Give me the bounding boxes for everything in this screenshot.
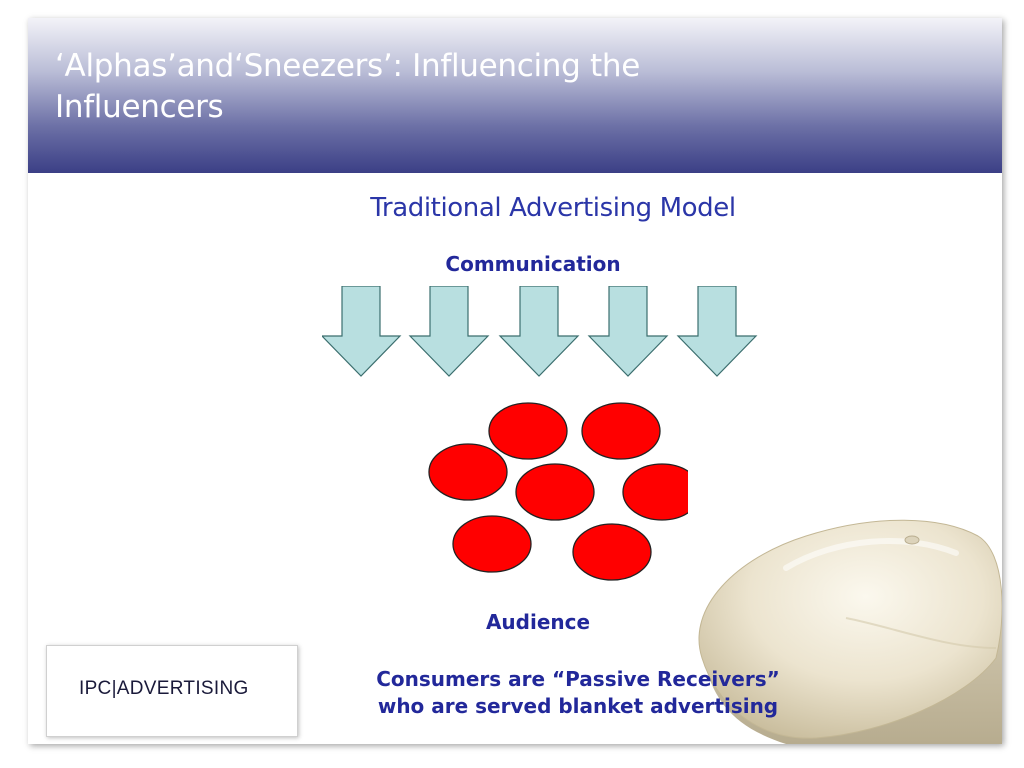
audience-group [428,402,688,581]
down-arrow [587,286,669,377]
company-logo: IPC|ADVERTISING [46,645,298,737]
audience-member [622,463,688,521]
caption-line: Consumers are “Passive Receivers” [376,667,780,691]
down-arrow [322,286,402,377]
down-arrow [498,286,580,377]
slide: ‘Alphas’and‘Sneezers’: Influencing the I… [28,18,1002,744]
audience-member [488,402,568,460]
caption-line: who are served blanket advertising [377,694,779,718]
audience-member [581,402,661,460]
communication-arrows [322,286,758,377]
caption: Consumers are “Passive Receivers” who ar… [318,666,838,720]
audience-member [452,515,532,573]
slide-header: ‘Alphas’and‘Sneezers’: Influencing the I… [28,18,1002,173]
audience-member [572,523,652,581]
audience-member [515,463,595,521]
communication-label: Communication [445,252,621,276]
diagram-title: Traditional Advertising Model [370,193,736,223]
down-arrow [676,286,758,377]
slide-title: ‘Alphas’and‘Sneezers’: Influencing the I… [55,48,641,125]
computer-mouse-image [698,519,1002,744]
logo-text: IPC|ADVERTISING [79,678,249,699]
audience-label: Audience [485,610,591,634]
audience-member [428,443,508,501]
down-arrow [408,286,490,377]
